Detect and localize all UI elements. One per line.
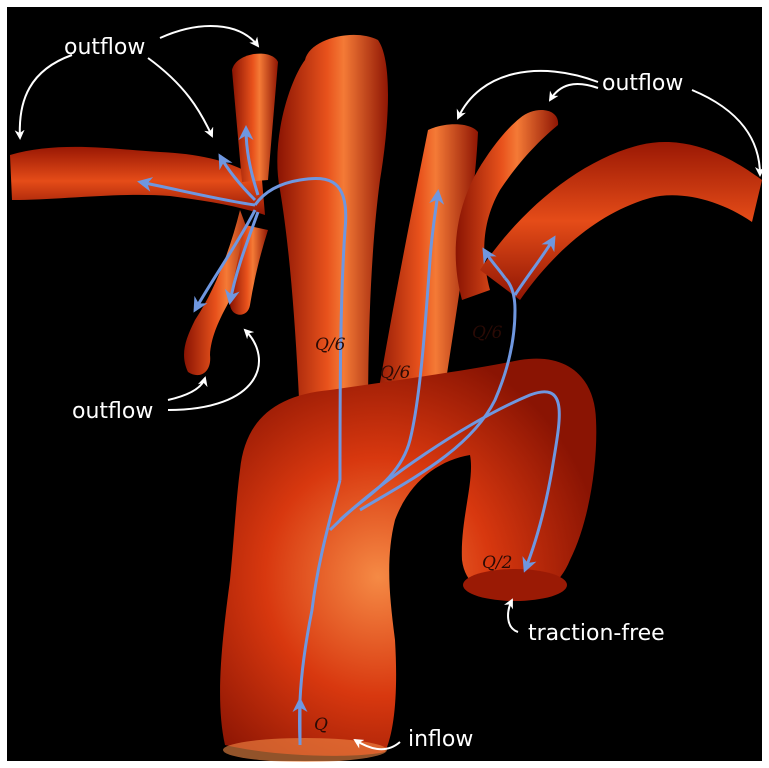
label-outflow-top-right: outflow bbox=[602, 71, 683, 96]
label-traction-free: traction-free bbox=[528, 621, 665, 646]
flow-label-q: Q bbox=[314, 715, 328, 735]
descending-outlet bbox=[463, 569, 567, 601]
flow-label-q6-middle: Q/6 bbox=[380, 363, 411, 383]
label-inflow: inflow bbox=[408, 727, 473, 752]
flow-label-q6-right: Q/6 bbox=[472, 323, 503, 343]
label-outflow-mid-left: outflow bbox=[72, 399, 153, 424]
label-outflow-top-left: outflow bbox=[64, 35, 145, 60]
flow-label-q2: Q/2 bbox=[482, 553, 512, 573]
flow-label-q6-central: Q/6 bbox=[315, 335, 346, 355]
inlet-rim bbox=[223, 738, 387, 762]
